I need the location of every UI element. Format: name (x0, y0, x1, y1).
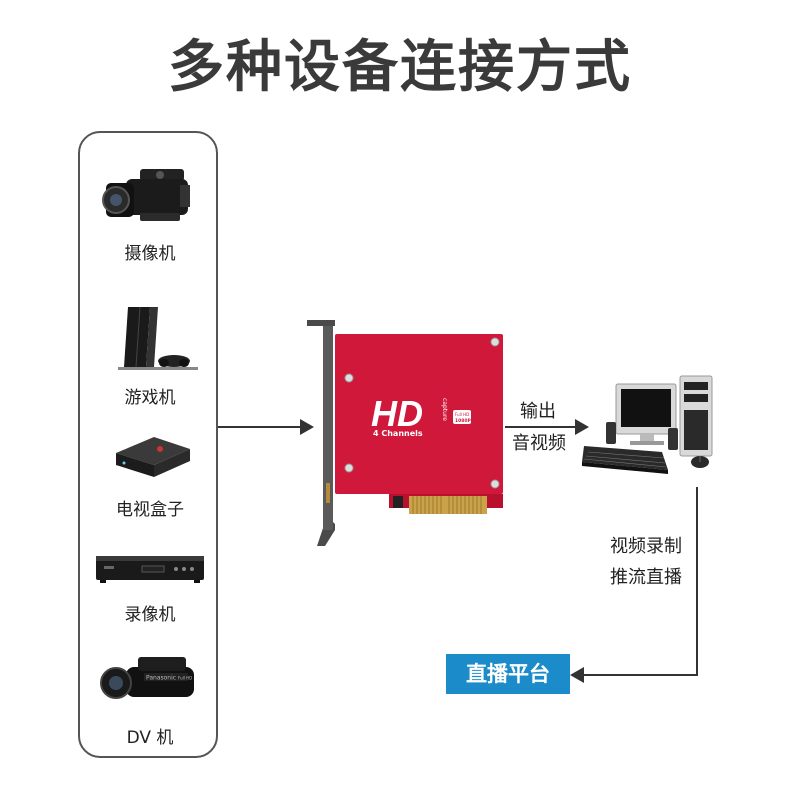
input-arrow-line (218, 426, 304, 428)
device-video-camera: 摄像机 (80, 157, 220, 264)
tv-box-icon (80, 423, 220, 493)
device-label: DV 机 (80, 723, 220, 748)
flow-vertical-line (696, 487, 698, 676)
flow-horizontal-line (584, 674, 698, 676)
device-label: 游戏机 (80, 383, 220, 408)
computer-icon (578, 370, 728, 485)
device-label: 录像机 (80, 600, 220, 625)
card-logo: HD (371, 393, 423, 434)
page-title: 多种设备连接方式 (0, 22, 800, 103)
camcorder-model-text: Full HD (178, 676, 192, 681)
capture-card: HD capture 4 Channels Full HD 1080P (305, 318, 505, 548)
output-label-1: 输出 (520, 398, 556, 426)
video-camera-icon (80, 157, 220, 237)
flow-label-1: 视频录制 (610, 532, 682, 562)
device-label: 电视盒子 (80, 495, 220, 520)
card-badge-bottom: 1080P (455, 418, 472, 424)
game-console-icon (80, 301, 220, 381)
output-arrow-line (505, 426, 577, 428)
flow-label-2: 推流直播 (610, 563, 682, 593)
device-label: 摄像机 (80, 239, 220, 264)
card-badge-top: Full HD (455, 412, 469, 417)
card-sub-logo: capture (441, 398, 448, 421)
camcorder-icon: Panasonic Full HD (80, 637, 220, 721)
video-recorder-icon (80, 540, 220, 598)
device-video-recorder: 录像机 (80, 540, 220, 625)
device-camcorder: Panasonic Full HD DV 机 (80, 637, 220, 748)
output-label-2: 音视频 (512, 430, 566, 458)
card-channels: 4 Channels (373, 429, 423, 438)
flow-arrowhead (570, 667, 584, 683)
device-list-panel: 摄像机 游戏机 电视盒子 (78, 131, 218, 758)
device-tv-box: 电视盒子 (80, 423, 220, 520)
camcorder-brand-text: Panasonic (146, 675, 176, 682)
device-game-console: 游戏机 (80, 301, 220, 408)
live-platform-button[interactable]: 直播平台 (446, 654, 570, 694)
